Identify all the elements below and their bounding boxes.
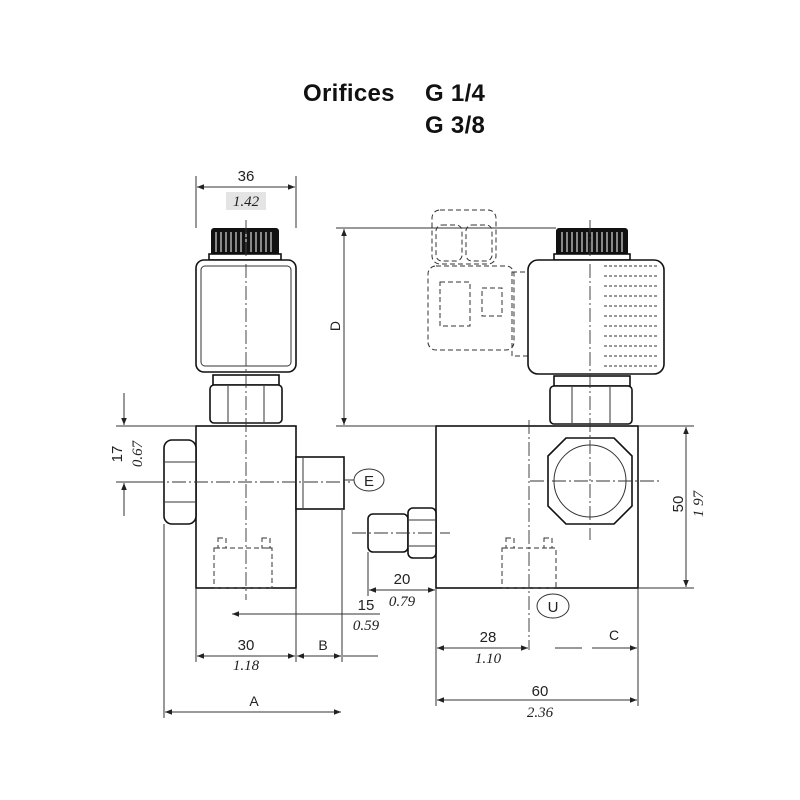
dim-20-in: 0.79 xyxy=(389,594,416,610)
port-E-label: E xyxy=(364,473,374,490)
dim-50: 50 xyxy=(670,496,687,513)
side-view: 36 1.42 17 0.67 E 15 0.59 30 1.18 B A xyxy=(109,168,385,718)
dim-36-in: 1.42 xyxy=(233,194,260,210)
front-view: D 50 1 97 20 0.79 U 28 1.10 C 60 2.36 xyxy=(327,209,707,721)
connector-plug xyxy=(427,209,531,357)
dim-B: B xyxy=(318,637,327,653)
title-label: Orifices xyxy=(303,80,395,107)
dim-60-in: 2.36 xyxy=(527,705,554,721)
dim-60: 60 xyxy=(532,683,549,700)
port-E-marker xyxy=(353,468,385,492)
title-orifices: Orifices xyxy=(303,80,395,108)
dim-15: 15 xyxy=(358,597,375,614)
port-U-label: U xyxy=(548,599,559,616)
hex-nut-front xyxy=(549,375,633,425)
coil-body-front xyxy=(527,259,665,375)
dim-20: 20 xyxy=(394,571,411,588)
port-E-stub xyxy=(295,456,345,510)
dim-28: 28 xyxy=(480,629,497,646)
title-size-2: G 3/8 xyxy=(425,112,486,139)
title-size-1: G 1/4 xyxy=(425,80,486,107)
dim-C: C xyxy=(609,627,619,643)
dim-17-in: 0.67 xyxy=(130,439,146,467)
dim-17: 17 xyxy=(109,446,126,463)
dim-28-in: 1.10 xyxy=(475,651,502,667)
dim-50-in: 1 97 xyxy=(691,489,707,517)
dim-30-in: 1.18 xyxy=(233,658,260,674)
dim-A: A xyxy=(249,693,259,709)
dim-D: D xyxy=(327,321,343,331)
port-U-marker xyxy=(536,593,570,619)
coil-cap-front xyxy=(553,228,631,261)
dim-15-in: 0.59 xyxy=(353,618,380,634)
dim-36: 36 xyxy=(238,168,255,185)
dim-30: 30 xyxy=(238,637,255,654)
coil-cap-left xyxy=(208,228,282,261)
